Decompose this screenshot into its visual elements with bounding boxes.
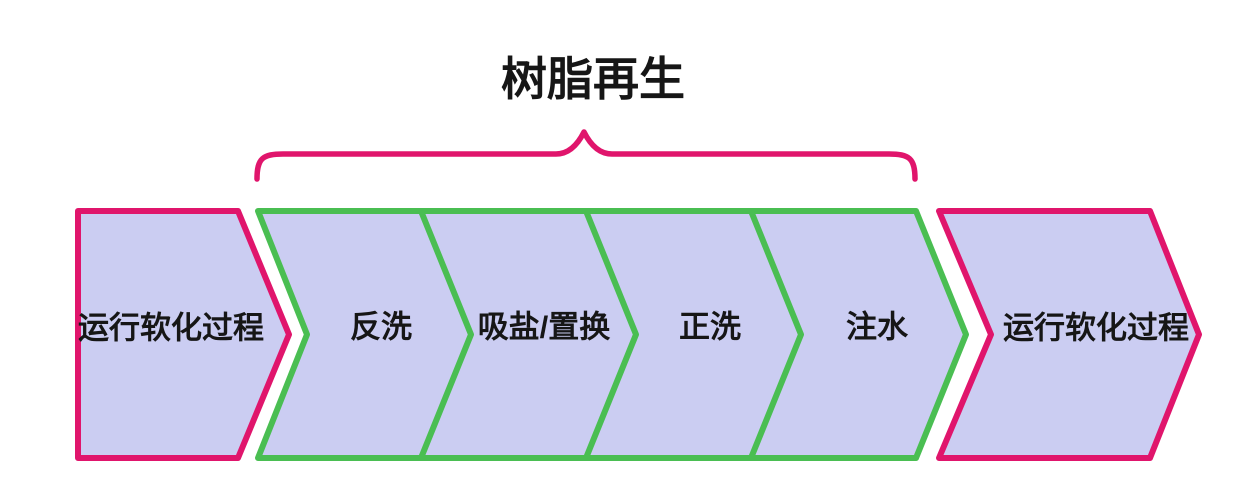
- step-divider-3: [748, 209, 804, 460]
- label-step-brine-displacement: 吸盐/置换: [478, 310, 611, 345]
- diagram-title: 树脂再生: [501, 53, 685, 105]
- brace-icon: [254, 129, 918, 182]
- arrow-start-softening: [75, 208, 292, 461]
- step-divider-1: [418, 209, 474, 460]
- label-step-backwash: 反洗: [350, 310, 412, 345]
- regeneration-group-shape: [255, 208, 969, 461]
- step-divider-2: [583, 209, 639, 460]
- label-step-refill: 注水: [846, 310, 909, 345]
- label-end-softening: 运行软化过程: [1003, 311, 1189, 346]
- arrow-end-softening: [936, 208, 1202, 461]
- label-step-fast-rinse: 正洗: [679, 310, 741, 345]
- label-start-softening: 运行软化过程: [78, 311, 264, 346]
